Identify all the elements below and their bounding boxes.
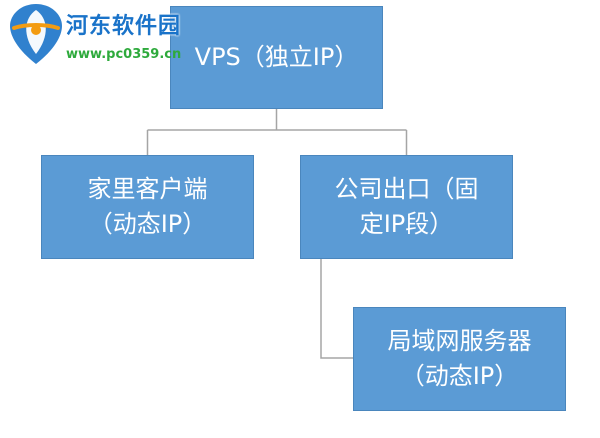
site-watermark: 河东软件园 www.pc0359.cn (4, 2, 209, 70)
site-logo-icon (10, 4, 62, 64)
home-client-line1: 家里客户端 (87, 175, 208, 203)
watermark-site-name: 河东软件园 (66, 13, 182, 39)
office-exit-line1: 公司出口（固 (334, 175, 479, 203)
home-client-node: 家里客户端 （动态IP） (41, 155, 254, 259)
home-client-line2: （动态IP） (88, 210, 207, 238)
vps-node: VPS（独立IP） (170, 6, 383, 109)
office-exit-node: 公司出口（固 定IP段） (300, 155, 513, 259)
office-exit-line2: 定IP段） (359, 210, 454, 238)
connector-office-to-lan (320, 259, 353, 359)
lan-server-node: 局域网服务器 （动态IP） (353, 307, 566, 411)
lan-server-line1: 局域网服务器 (387, 327, 532, 355)
lan-server-line2: （动态IP） (400, 362, 519, 390)
vps-node-label: VPS（独立IP） (194, 43, 359, 71)
watermark-url: www.pc0359.cn (66, 47, 182, 62)
